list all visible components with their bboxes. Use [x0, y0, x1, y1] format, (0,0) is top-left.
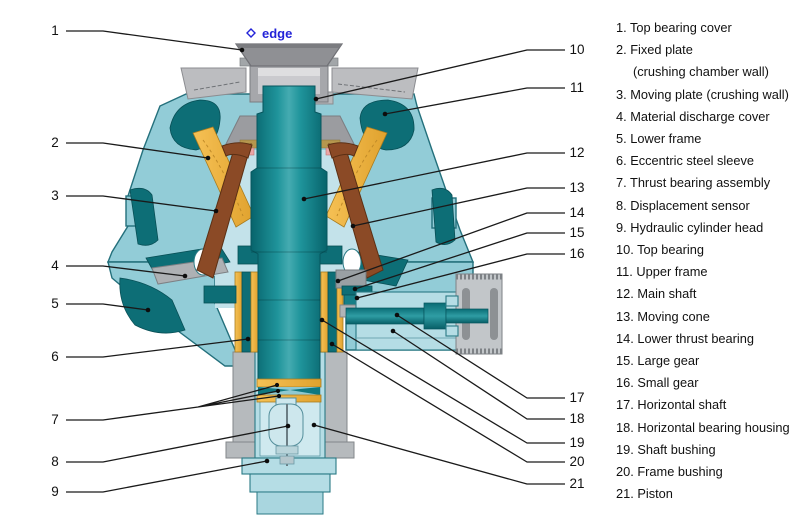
- bottom-stub: [256, 491, 324, 515]
- legend-item: 5. Lower frame: [616, 131, 702, 147]
- moving-plate: [196, 142, 384, 279]
- legend-item: 21. Piston: [616, 486, 673, 502]
- callout-number-4: 4: [51, 258, 59, 273]
- callout-number-7: 7: [51, 412, 59, 427]
- callout-number-15: 15: [569, 225, 584, 240]
- callout-number-16: 16: [569, 246, 584, 261]
- legend-item: 2. Fixed plate (crushing chamber wall): [616, 42, 769, 80]
- legend-item: 16. Small gear: [616, 375, 699, 391]
- horizontal-shaft-assembly: [345, 273, 503, 355]
- callout-number-17: 17: [569, 390, 584, 405]
- callout-number-13: 13: [569, 180, 584, 195]
- callout-number-5: 5: [51, 296, 59, 311]
- shaft-bushing-left: [250, 271, 259, 353]
- legend-item: 20. Frame bushing: [616, 464, 723, 480]
- callout-number-12: 12: [569, 145, 584, 160]
- legend-item: 10. Top bearing: [616, 242, 704, 258]
- legend-item: 15. Large gear: [616, 353, 700, 369]
- leader-lines: [66, 30, 565, 493]
- legend-item: 17. Horizontal shaft: [616, 397, 727, 413]
- callout-number-9: 9: [51, 484, 59, 499]
- large-gear-left: [203, 285, 237, 304]
- watermark-text: edge: [262, 26, 292, 41]
- legend-item: 13. Moving cone: [616, 308, 710, 324]
- legend-item: 1. Top bearing cover: [616, 20, 732, 35]
- legend-item: 7. Thrust bearing assembly: [616, 175, 771, 191]
- parts-legend: 1. Top bearing cover 2. Fixed plate (cru…: [616, 17, 800, 505]
- callout-number-10: 10: [569, 42, 584, 57]
- top-bearing-cover-right: [331, 67, 419, 100]
- callout-numbers: 1 2 3 4 5 6 7 8 9 10 11 12 13 14 15 16 1…: [51, 23, 585, 499]
- callout-number-19: 19: [569, 435, 584, 450]
- legend-item: 3. Moving plate (crushing wall): [616, 86, 789, 102]
- frame-column-left: [232, 351, 256, 457]
- callout-number-18: 18: [569, 411, 584, 426]
- watermark: edge: [246, 26, 292, 41]
- shaft-bushing-right: [320, 271, 329, 353]
- top-bearing-cover-left: [180, 67, 247, 100]
- callout-number-2: 2: [51, 135, 59, 150]
- callout-number-3: 3: [51, 188, 59, 203]
- main-shaft: [250, 85, 328, 384]
- legend-item: 8. Displacement sensor: [616, 197, 750, 213]
- frame-column-right: [324, 351, 348, 457]
- legend-item: 19. Shaft bushing: [616, 441, 716, 457]
- legend-item: 18. Horizontal bearing housing: [616, 419, 790, 435]
- legend-item: 9. Hydraulic cylinder head: [616, 219, 764, 235]
- legend-item: 14. Lower thrust bearing: [616, 330, 755, 346]
- callout-number-8: 8: [51, 454, 59, 469]
- top-covers: [180, 57, 419, 105]
- callout-number-14: 14: [569, 205, 585, 220]
- callout-number-6: 6: [51, 349, 59, 364]
- lower-frame-rib: [119, 277, 186, 334]
- callout-number-1: 1: [51, 23, 59, 38]
- horizontal-shaft: [345, 307, 425, 325]
- callout-number-20: 20: [569, 454, 584, 469]
- legend-item: 6. Eccentric steel sleeve: [616, 153, 754, 169]
- legend-item: 11. Upper frame: [616, 264, 708, 280]
- pulley-slot: [490, 288, 498, 340]
- diamond-icon: [246, 28, 256, 38]
- callout-number-11: 11: [570, 80, 584, 95]
- legend-item: 4. Material discharge cover: [616, 108, 770, 124]
- legend-item: 12. Main shaft: [616, 286, 697, 302]
- callout-number-21: 21: [569, 476, 584, 491]
